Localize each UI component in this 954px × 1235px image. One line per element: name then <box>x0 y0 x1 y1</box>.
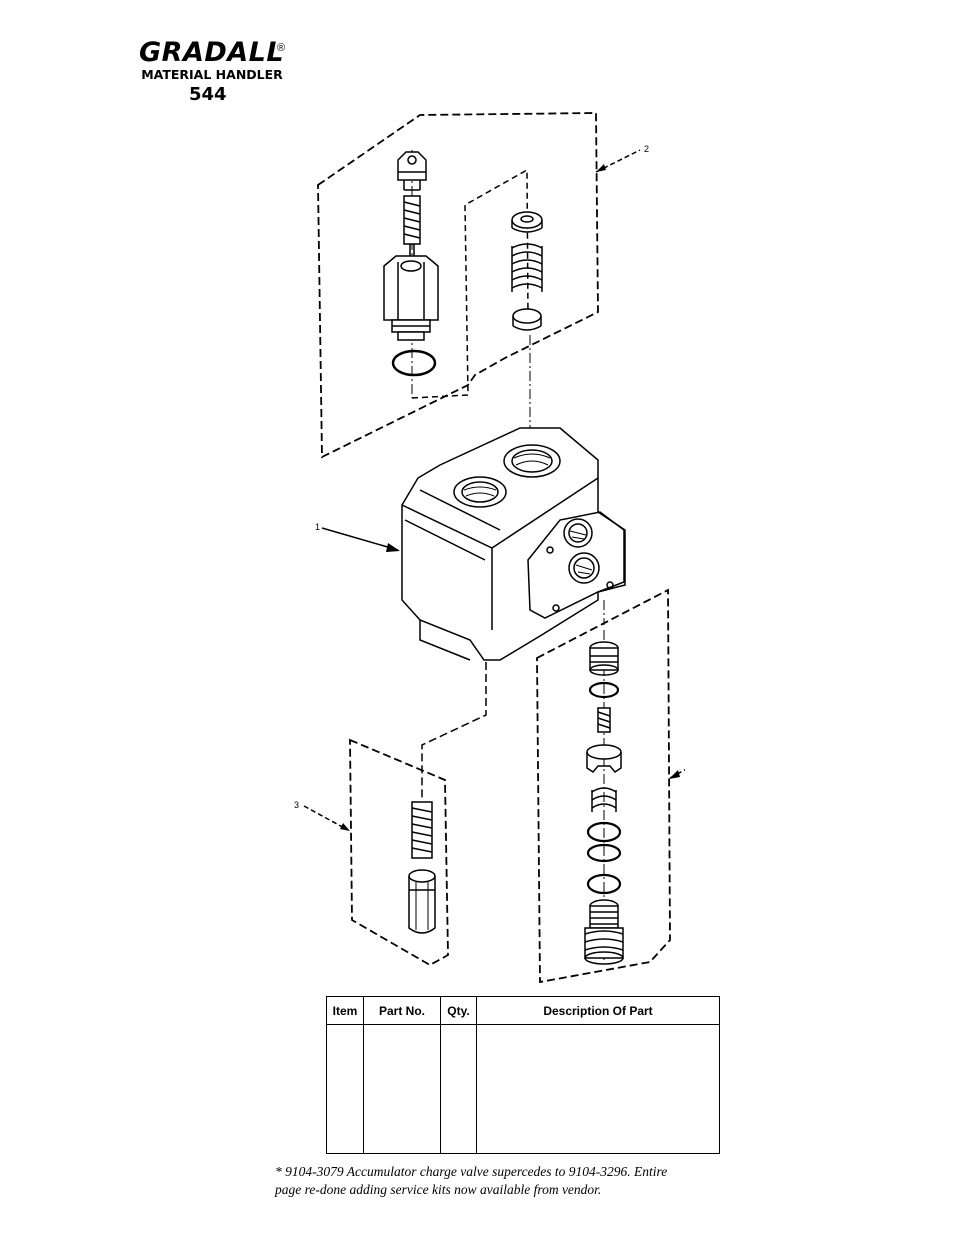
kit-3-spring <box>411 801 433 859</box>
table-row-empty <box>326 1024 720 1154</box>
brand-logo: GRADALL <box>139 37 285 68</box>
column-header-part-no: Part No. <box>363 996 441 1025</box>
kit-3-outline <box>349 738 449 967</box>
relief-o-ring <box>391 349 437 377</box>
kit-2-outline <box>317 112 599 459</box>
check-spring <box>511 243 543 292</box>
kit-3-poppet <box>408 869 436 934</box>
kit-4-o-ring-4 <box>586 873 622 895</box>
kit-4-poppet <box>586 744 622 773</box>
kit-3-connector <box>421 662 487 800</box>
kit-4-o-ring-1 <box>588 681 620 699</box>
callout-3-label: 3 <box>294 800 299 810</box>
callout-1-leader <box>321 527 399 551</box>
callout-1-label: 1 <box>315 522 320 532</box>
check-seat-lower <box>512 308 542 331</box>
kit-4-outline <box>536 588 671 984</box>
kit-4-small-spring <box>597 707 611 733</box>
table-header-row: Item Part No. Qty. Description Of Part <box>326 996 720 1025</box>
kit-4-plug <box>589 641 619 676</box>
kit-4-o-ring-2 <box>586 821 622 843</box>
valve-block <box>401 427 626 661</box>
column-header-qty: Qty. <box>440 996 477 1025</box>
registered-mark: ® <box>277 42 286 54</box>
callout-3-leader <box>303 805 349 831</box>
footnote-line-1: * 9104-3079 Accumulator charge valve sup… <box>275 1164 668 1179</box>
footnote-line-2: page re-done adding service kits now ava… <box>275 1182 602 1197</box>
callout-2-label: 2 <box>644 144 649 154</box>
kit-4-o-ring-3 <box>586 843 622 863</box>
parts-table: Item Part No. Qty. Description Of Part <box>326 996 720 1154</box>
column-header-description: Description Of Part <box>476 996 720 1025</box>
relief-valve-body <box>383 255 439 341</box>
exploded-valve-diagram: 2 1 <box>294 112 685 984</box>
revision-footnote: * 9104-3079 Accumulator charge valve sup… <box>275 1163 755 1199</box>
column-header-item: Item <box>326 996 364 1025</box>
kit-4-spring <box>591 787 617 812</box>
relief-cap-nut <box>397 151 427 191</box>
check-seat-upper <box>511 211 543 233</box>
product-subtitle: MATERIAL HANDLER <box>141 67 283 82</box>
model-number: 544 <box>189 84 227 105</box>
kit-4-cartridge <box>584 899 624 965</box>
